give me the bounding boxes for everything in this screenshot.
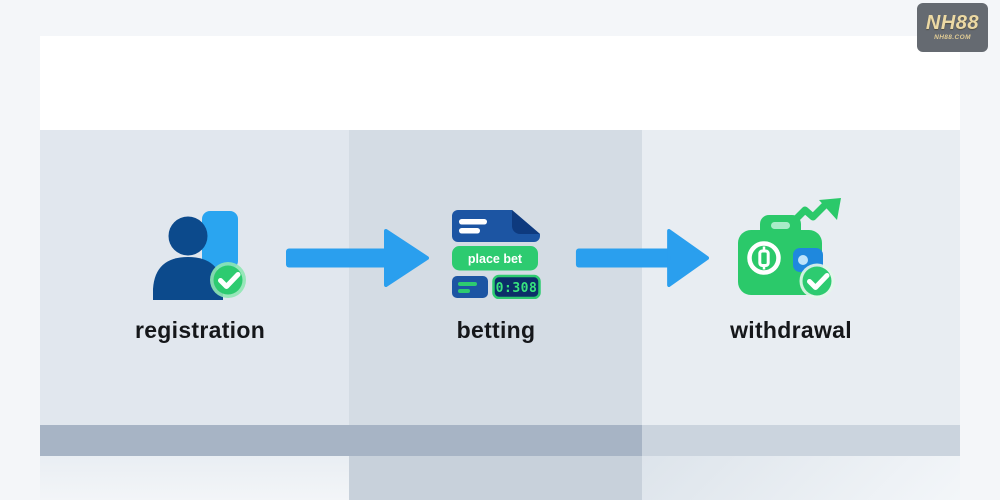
checkmark-icon [807, 273, 830, 290]
step-label-betting: betting [456, 317, 536, 343]
place-bet-button [452, 246, 538, 271]
check-circle [213, 265, 243, 295]
background-footer-band-left [40, 425, 642, 456]
clasp-button [798, 255, 808, 265]
bet-slip-icon: place bet 0:308 [452, 210, 541, 299]
coin-circle [747, 241, 781, 275]
brand-watermark-badge: NH88 NH88.COM [917, 3, 988, 52]
place-bet-label: place bet [468, 252, 523, 266]
background-bottom-right [642, 456, 960, 500]
checkmark-icon [218, 272, 241, 289]
growth-arrowhead [819, 198, 841, 220]
bet-list-shape [452, 276, 488, 298]
user-body-shape [153, 257, 223, 300]
brand-logo-text: NH88 [925, 12, 980, 35]
brand-domain-text: NH88.COM [934, 34, 971, 42]
id-card-shape [202, 211, 238, 269]
timer-value: 0:308 [496, 281, 538, 296]
step-label-withdrawal: withdrawal [730, 317, 852, 343]
check-circle [802, 266, 832, 296]
background-bottom-middle [349, 456, 642, 500]
background-footer-band-right [642, 425, 960, 456]
step-label-registration: registration [134, 317, 266, 343]
flow-arrow-right-icon [286, 229, 429, 287]
background-bottom-left [40, 456, 349, 500]
document-fold [512, 210, 540, 234]
timer-display [492, 274, 541, 299]
candlestick-shape [758, 249, 770, 267]
flow-arrow-right-icon [575, 229, 709, 287]
wallet-profit-check-icon [738, 198, 841, 299]
user-card-check-icon [153, 211, 246, 300]
background-header-band [40, 36, 960, 130]
user-head-shape [168, 216, 208, 256]
